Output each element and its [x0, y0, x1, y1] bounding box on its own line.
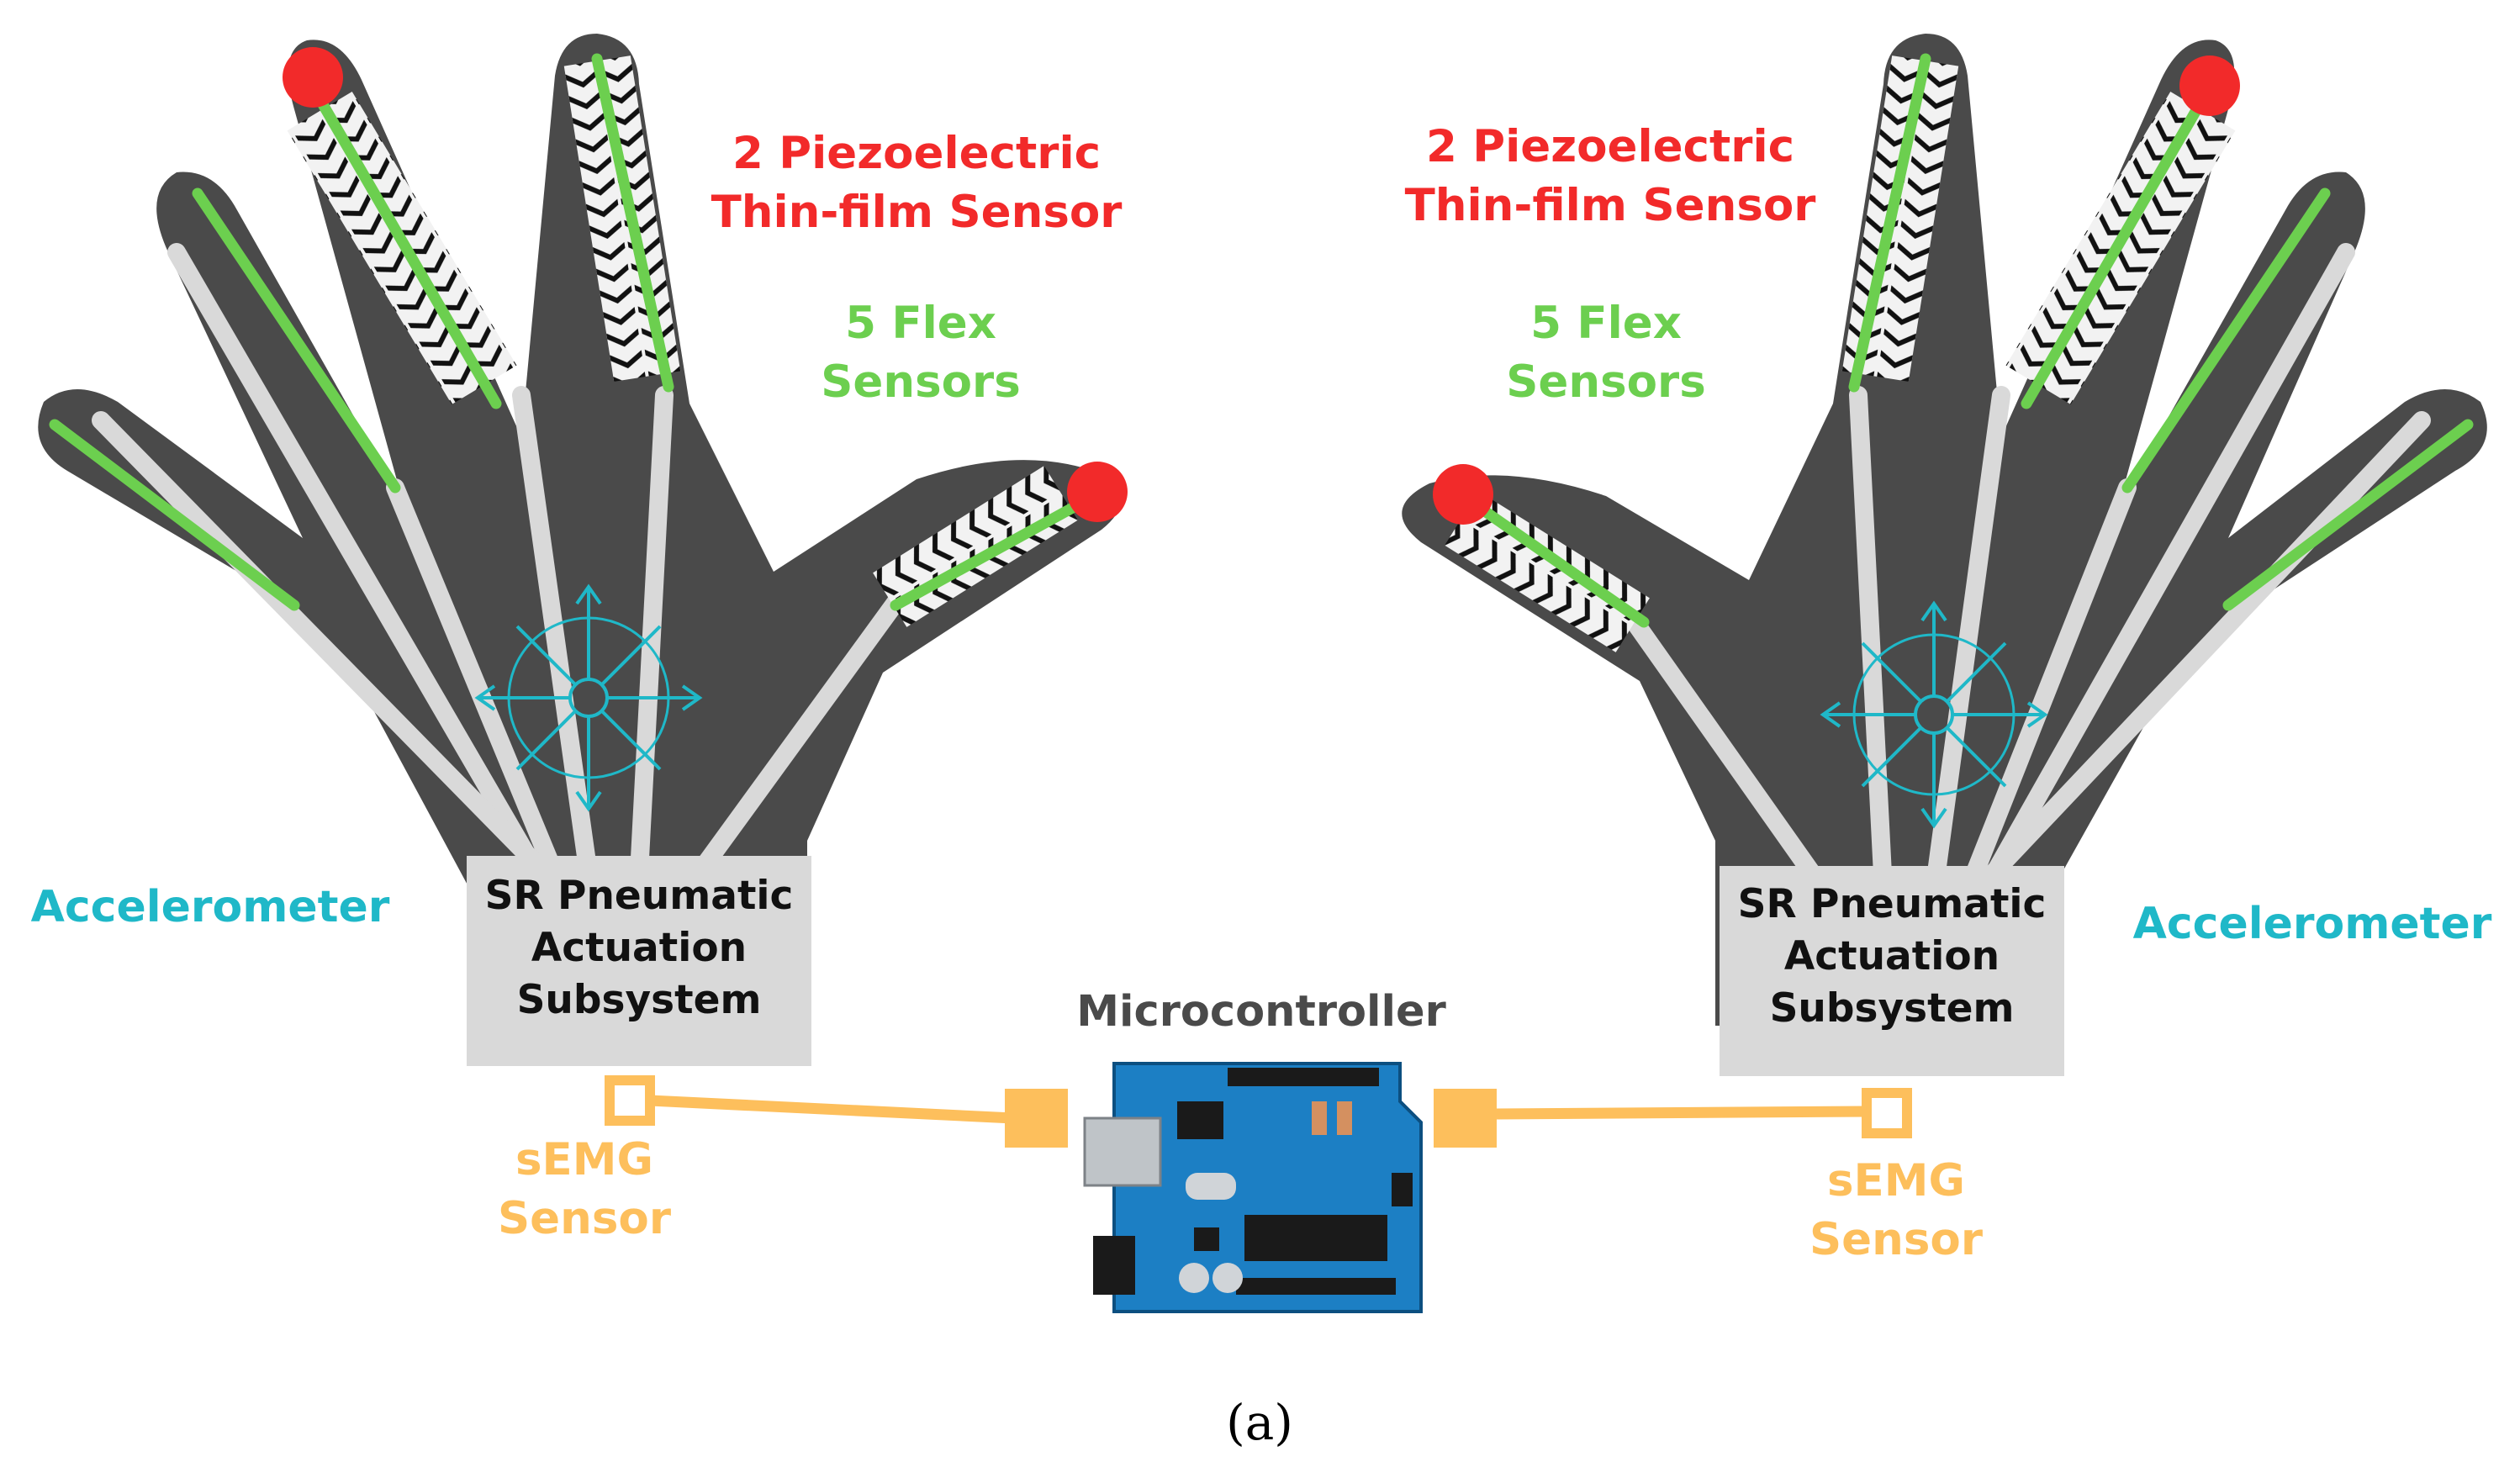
right-actuation-label: SR Pneumatic Actuation Subsystem — [1720, 879, 2064, 1035]
right-hand-silhouette — [1402, 34, 2487, 1026]
left-hand — [38, 34, 1128, 1066]
right-semg-label: sEMG Sensor — [1791, 1152, 2001, 1269]
left-piezo-label: 2 Piezoelectric Thin-film Sensor — [698, 124, 1135, 242]
left-semg-label-line2: Sensor — [498, 1192, 671, 1244]
left-piezo-index — [283, 47, 343, 108]
right-semg-label-line2: Sensor — [1809, 1213, 1983, 1265]
microcontroller-board — [1083, 1062, 1423, 1313]
right-piezo-label-line2: Thin-film Sensor — [1404, 179, 1816, 231]
left-flex-label-line2: Sensors — [821, 356, 1021, 408]
left-semg-pad — [605, 1075, 655, 1126]
left-actuation-label-line3: Subsystem — [516, 977, 762, 1024]
right-actuation-box — [1720, 866, 2064, 1076]
left-flex-sensors — [49, 53, 1107, 611]
left-semg-label-line1: sEMG — [515, 1134, 653, 1185]
left-actuation-label-line2: Actuation — [531, 925, 748, 972]
right-flex-label-line1: 5 Flex — [1530, 298, 1682, 349]
right-hand — [1402, 34, 2487, 1076]
left-actuation-label-line1: SR Pneumatic — [484, 873, 794, 919]
right-piezo-label: 2 Piezoelectric Thin-film Sensor — [1392, 118, 1829, 235]
microcontroller-label: Microcontroller — [1076, 987, 1446, 1037]
left-accelerometer-label: Accelerometer — [30, 882, 390, 932]
right-piezo-thumb — [1433, 464, 1493, 525]
right-semg-pad — [1862, 1088, 1912, 1138]
right-actuation-label-line3: Subsystem — [1769, 985, 2015, 1032]
left-flex-label-line1: 5 Flex — [845, 298, 996, 349]
left-piezo-label-line1: 2 Piezoelectric — [732, 128, 1102, 179]
left-semg-connector — [1005, 1089, 1068, 1148]
right-flex-label: 5 Flex Sensors — [1467, 294, 1745, 412]
left-actuation-box — [467, 856, 811, 1066]
right-piezo-index — [2179, 55, 2240, 116]
left-hand-silhouette — [38, 34, 1121, 1009]
left-semg-label: sEMG Sensor — [479, 1131, 689, 1248]
right-piezo-label-line1: 2 Piezoelectric — [1425, 121, 1795, 172]
left-strips — [92, 243, 909, 884]
right-semg-connector — [1434, 1089, 1497, 1148]
right-flex-label-line2: Sensors — [1506, 356, 1706, 408]
left-piezo-thumb — [1067, 462, 1128, 522]
right-flex-sensors — [1457, 53, 2474, 628]
left-flex-label: 5 Flex Sensors — [782, 294, 1059, 412]
semg-wiring — [605, 1075, 1912, 1148]
right-actuation-label-line1: SR Pneumatic — [1737, 881, 2047, 927]
right-actuation-label-line2: Actuation — [1783, 933, 2000, 980]
figure-caption: (a) — [1226, 1394, 1293, 1451]
left-actuation-label: SR Pneumatic Actuation Subsystem — [467, 870, 811, 1027]
left-piezo-label-line2: Thin-film Sensor — [711, 186, 1123, 238]
right-semg-label-line1: sEMG — [1827, 1155, 1965, 1206]
right-accelerometer-label: Accelerometer — [2132, 899, 2492, 949]
